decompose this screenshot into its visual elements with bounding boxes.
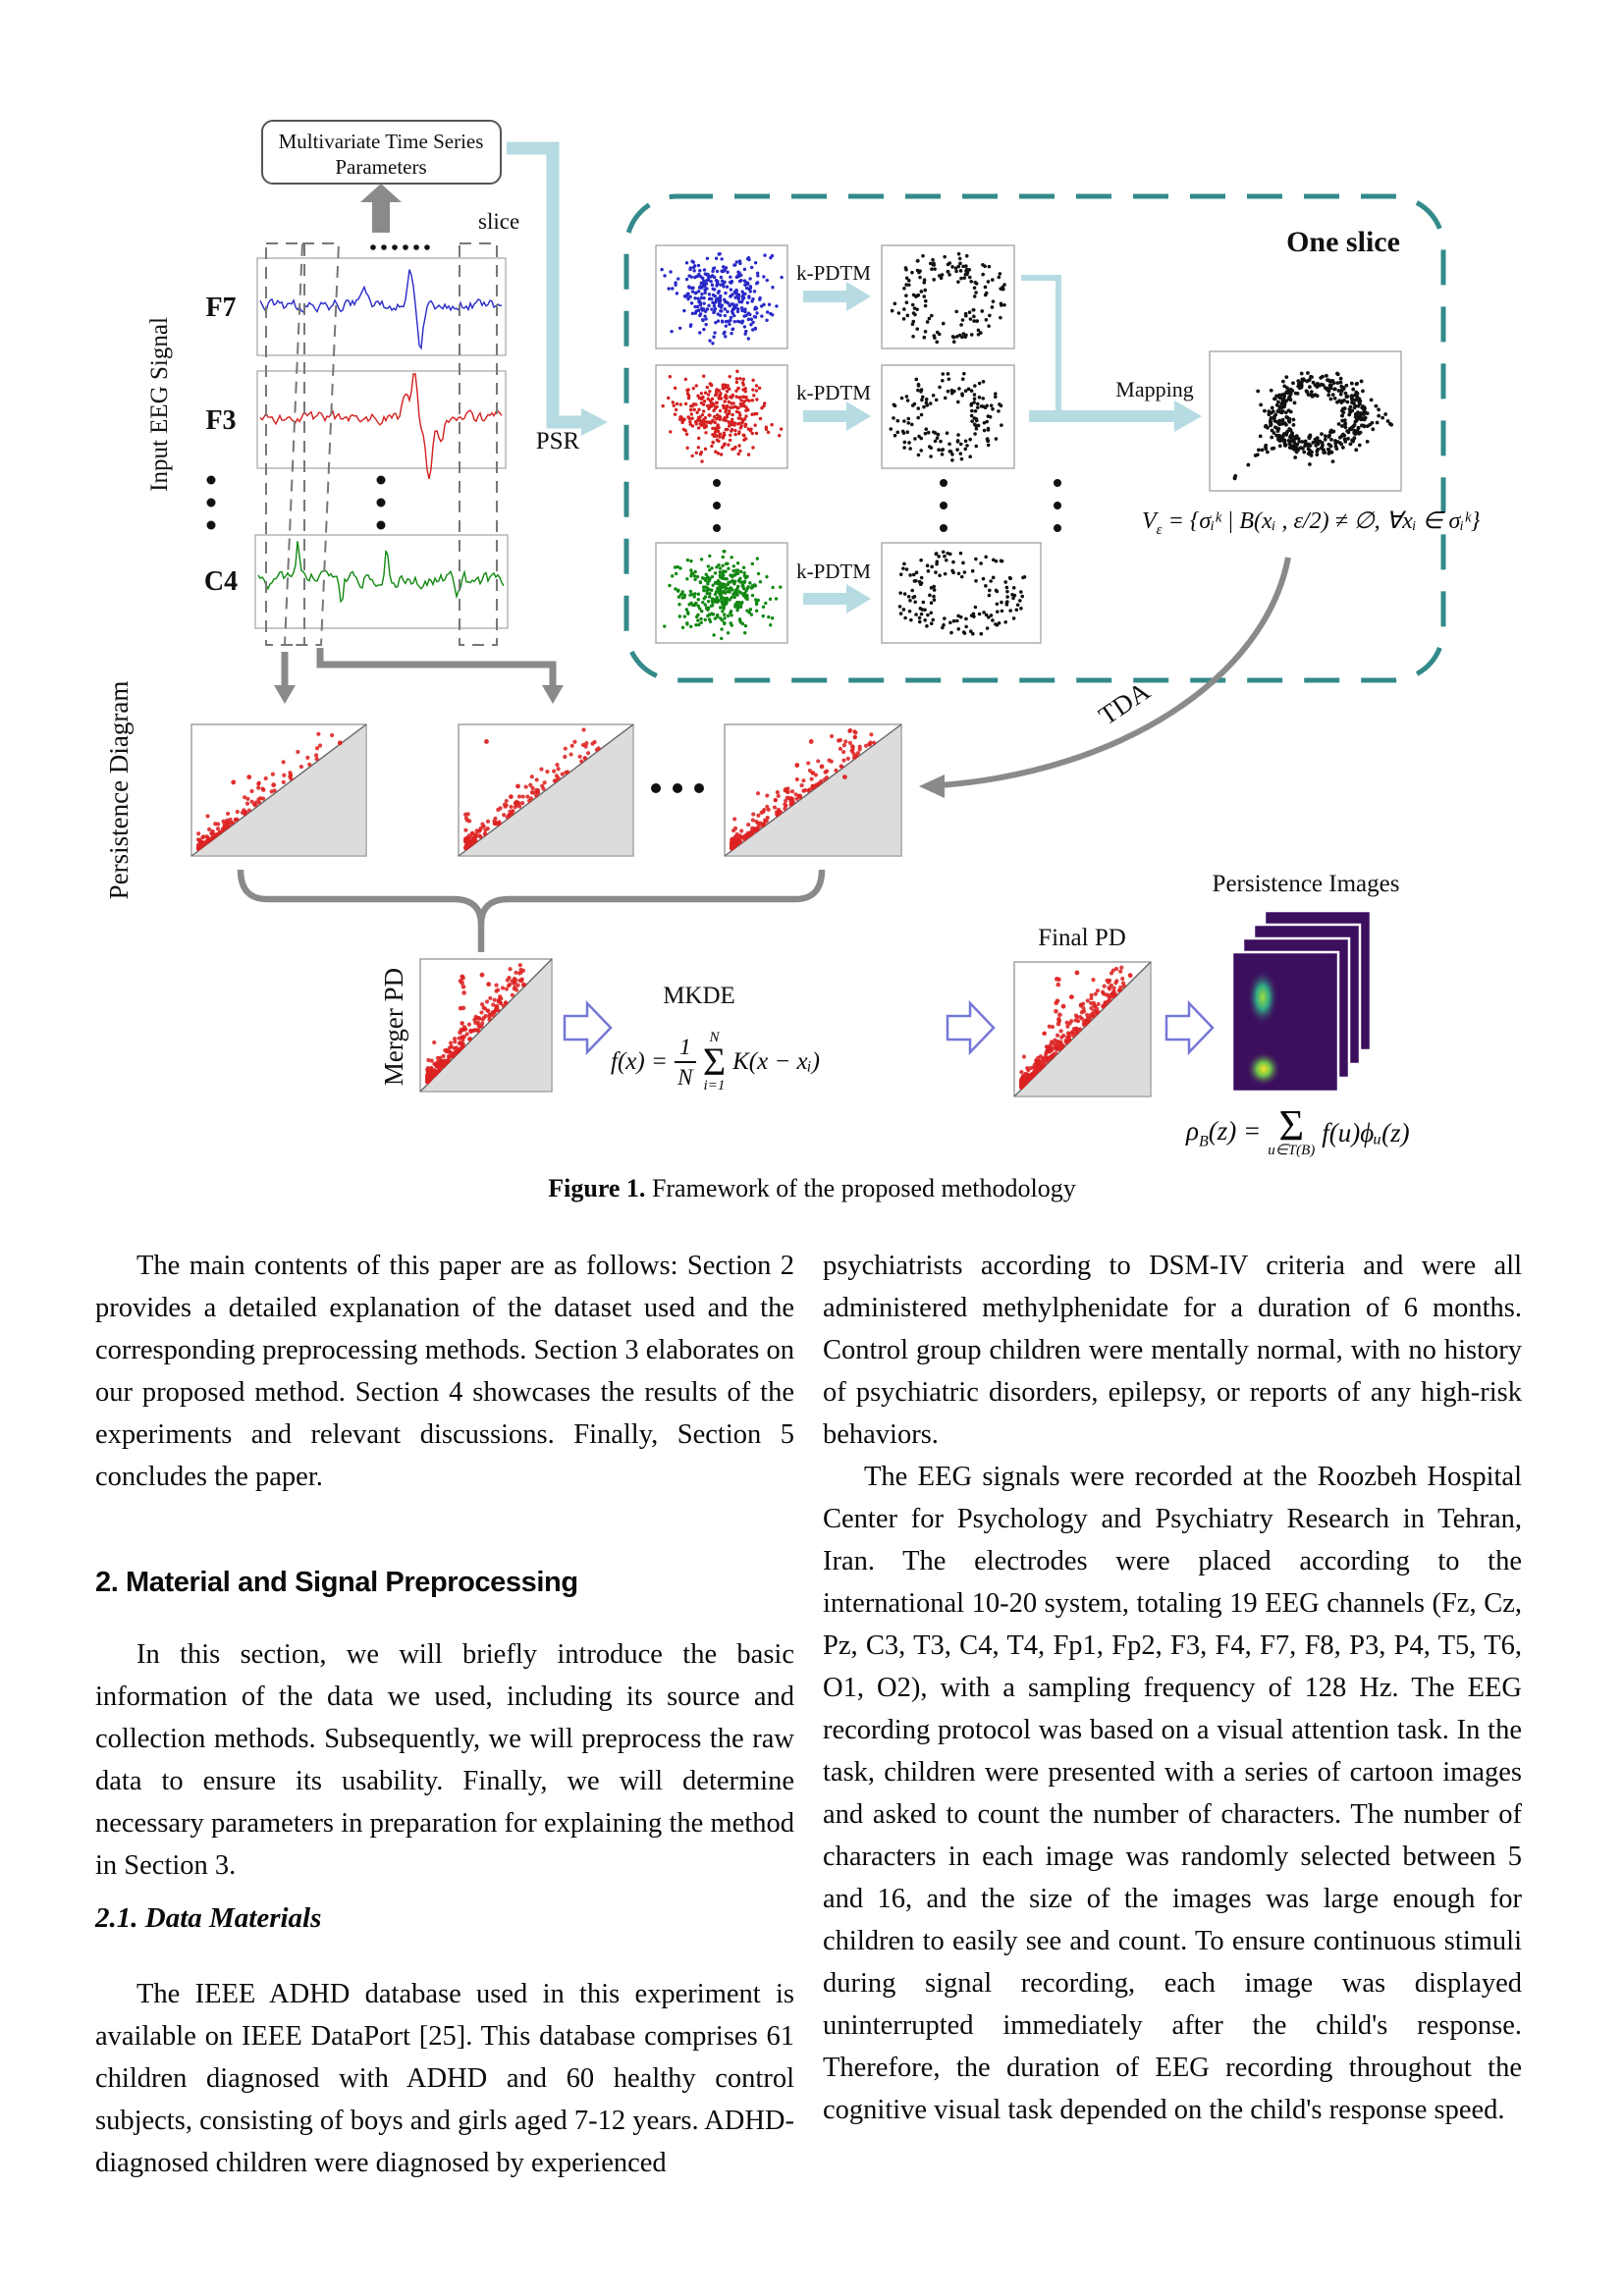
mts-parameters-box: Multivariate Time Series Parameters: [261, 120, 502, 185]
kpdtm-arrow-3: [803, 584, 871, 614]
mapping-arrow: [1029, 400, 1202, 432]
mapping-label: Mapping: [1115, 377, 1193, 401]
scatter-plot-red: [655, 364, 788, 469]
psr-connector: [507, 141, 608, 436]
one-slice-label: One slice: [1286, 226, 1400, 258]
rho-sum: Σ u∈T(B): [1268, 1101, 1316, 1159]
slice-windows: [265, 242, 498, 646]
persistence-images-label: Persistence Images: [1213, 871, 1400, 897]
mkde-sum-bottom: i=1: [703, 1078, 726, 1094]
figure-caption-label: Figure 1.: [548, 1174, 646, 1202]
figure-caption: Figure 1. Framework of the proposed meth…: [0, 1174, 1624, 1203]
rho-sum-bottom: u∈T(B): [1268, 1143, 1316, 1159]
mkde-formula: f(x) = 1 N N Σ i=1 K(x − xᵢ): [611, 1031, 820, 1094]
kpdtm-label-2: k-PDTM: [796, 381, 871, 404]
v-epsilon-formula: Vε = {σᵢᵏ | B(xᵢ , ε/2) ≠ ∅, ∀xᵢ ∈ σᵢᵏ}: [1142, 507, 1480, 539]
mkde-denominator: N: [677, 1065, 693, 1090]
persistence-diagram-1: [190, 723, 367, 857]
subsection-heading: 2.1. Data Materials: [95, 1902, 322, 1934]
kpdtm-label-1: k-PDTM: [796, 261, 871, 285]
mkde-sigma: Σ: [702, 1040, 727, 1084]
left-column-paragraph-3: The IEEE ADHD database used in this expe…: [95, 1979, 794, 2178]
kpdtm-result-1: [881, 244, 1015, 349]
psr-label: PSR: [536, 428, 580, 454]
mts-box-line2: Parameters: [335, 155, 426, 179]
right-column-paragraph-1: psychiatrists according to DSM-IV criter…: [823, 1251, 1522, 1450]
left-column-paragraph-2: In this section, we will briefly introdu…: [95, 1639, 794, 1881]
merger-pd-label: Merger PD: [379, 968, 408, 1086]
rho-lhs: ρB(z) =: [1186, 1115, 1262, 1149]
pd-ellipsis-dots: [651, 783, 704, 793]
left-column-paragraph-1: The main contents of this paper are as f…: [95, 1251, 794, 1492]
mkde-sum: N Σ i=1: [703, 1031, 726, 1094]
right-column-paragraph-2: The EEG signals were recorded at the Roo…: [823, 1462, 1522, 2125]
input-eeg-signal-label: Input EEG Signal: [146, 317, 173, 492]
channel-label-c4: C4: [204, 566, 238, 597]
rho-rhs: f(u)ϕᵤ(z): [1322, 1117, 1410, 1148]
channel-label-f3: F3: [205, 405, 236, 436]
mkde-fraction: 1 N: [674, 1035, 696, 1090]
up-arrow-icon: [360, 184, 402, 233]
mkde-numerator: 1: [679, 1035, 691, 1059]
figure-1-diagram: Multivariate Time Series Parameters slic…: [104, 120, 1446, 1097]
persistence-image-stack: [1230, 909, 1373, 1094]
v-formula-body: = {σᵢᵏ | B(xᵢ , ε/2) ≠ ∅, ∀xᵢ ∈ σᵢᵏ}: [1167, 508, 1481, 534]
mkde-label: MKDE: [663, 983, 735, 1009]
eeg-signal-f7: [256, 257, 507, 356]
eeg-signal-c4: [254, 534, 509, 629]
slice-label: slice: [478, 209, 519, 234]
rho-formula: ρB(z) = Σ u∈T(B) f(u)ϕᵤ(z): [1186, 1101, 1410, 1159]
scatter-plot-green: [655, 542, 788, 644]
persistence-diagram-3: [724, 723, 902, 857]
kpdtm-label-3: k-PDTM: [796, 560, 871, 583]
figure-caption-text: Framework of the proposed methodology: [645, 1174, 1076, 1202]
merge-brace: [237, 869, 826, 952]
block-arrow-3: [1164, 999, 1215, 1056]
slice-to-pd-arrow-2: [316, 648, 564, 704]
final-pd-label: Final PD: [1038, 925, 1126, 951]
one-slice-container: [623, 193, 1446, 683]
slice-to-pd-arrow-1: [274, 652, 296, 704]
mkde-rhs: K(x − xᵢ): [732, 1048, 820, 1075]
final-pd-plot: [1013, 961, 1152, 1097]
merger-pd-plot: [419, 958, 553, 1093]
horizontal-ellipsis-dots: [370, 244, 430, 250]
kpdtm-result-2: [881, 364, 1015, 469]
block-arrow-2: [946, 999, 996, 1056]
tda-label: TDA: [1094, 675, 1156, 730]
v-formula-lhs: V: [1142, 508, 1157, 534]
mkde-lhs: f(x) =: [611, 1048, 668, 1075]
mapped-point-cloud: [1209, 350, 1402, 492]
kpdtm-arrow-2: [803, 401, 871, 431]
v-formula-sub: ε: [1156, 521, 1163, 538]
persistence-diagram-label: Persistence Diagram: [104, 681, 134, 900]
eeg-signal-f3: [256, 370, 507, 480]
kpdtm-result-3: [881, 542, 1042, 644]
channel-ellipsis-dots: [206, 475, 386, 530]
section-heading: 2. Material and Signal Preprocessing: [95, 1567, 578, 1598]
kpdtm-arrow-1: [803, 282, 871, 311]
scatter-plot-blue: [655, 244, 788, 349]
mapping-connector: [1021, 275, 1061, 410]
persistence-diagram-2: [458, 723, 634, 857]
channel-label-f7: F7: [205, 293, 236, 323]
mts-box-line1: Multivariate Time Series: [279, 130, 484, 153]
block-arrow-1: [563, 999, 613, 1056]
one-slice-ellipsis-dots: [713, 479, 1061, 532]
tda-arrow: [919, 557, 1291, 798]
mkde-sum-top: N: [709, 1030, 720, 1045]
rho-sigma: Σ: [1278, 1101, 1305, 1149]
